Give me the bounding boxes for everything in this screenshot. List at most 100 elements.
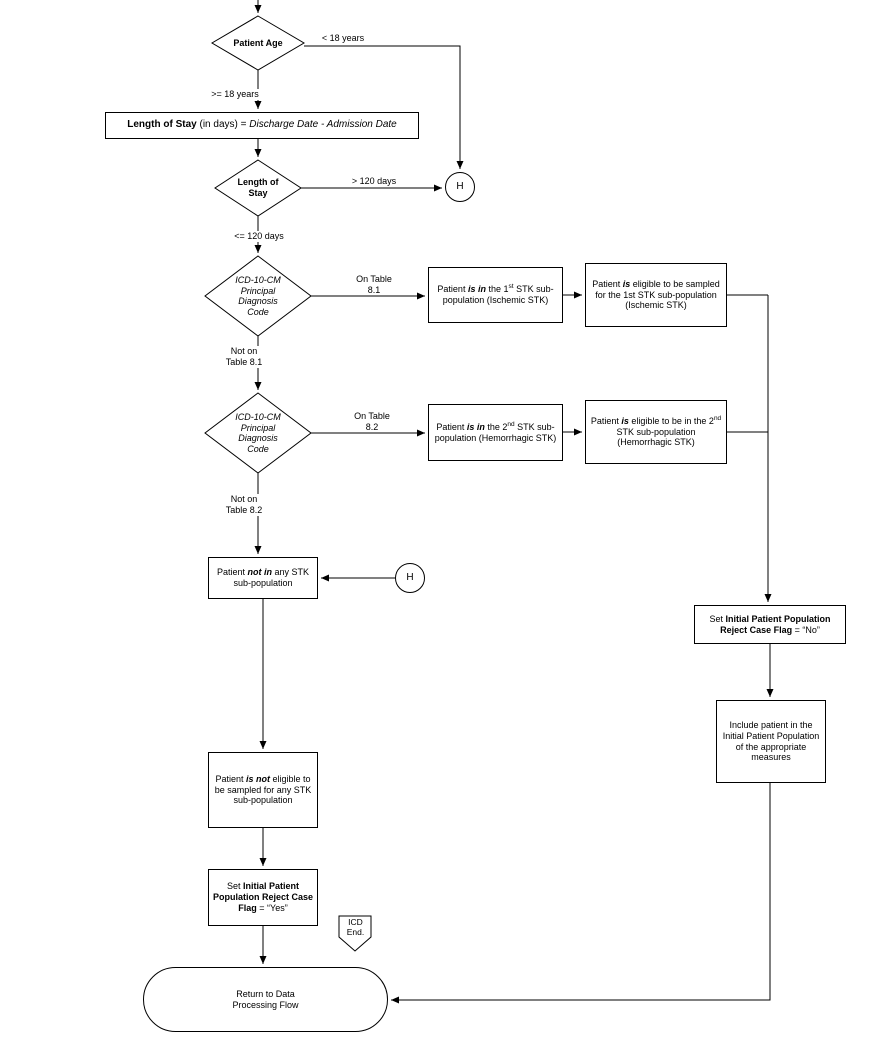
in-stk2-em: is in [466, 421, 485, 432]
not-in-any-stk-label: Patient not in any STK sub-population [212, 567, 314, 589]
h-connector-mid-label: H [406, 571, 414, 583]
formula-part-mid: (in days) = [196, 119, 250, 131]
eligible-stk2-em: is [621, 415, 629, 426]
icd-diagnosis-decision-2-label: ICD-10-CM Principal Diagnosis Code [206, 412, 310, 454]
return-terminator: Return to Data Processing Flow [143, 967, 388, 1032]
eligible-stk1-label: Patient is eligible to be sampled for th… [589, 279, 723, 312]
eligible-stk1-part2: eligible to be sampled for the 1st STK s… [595, 278, 720, 311]
length-of-stay-line1: Length of [237, 177, 279, 187]
icd2-line4: Code [247, 443, 269, 454]
icd1-line1: ICD-10-CM [235, 275, 281, 285]
patient-in-stk1-label: Patient is in the 1st STK sub-population… [432, 283, 559, 306]
include-patient-label: Include patient in the Initial Patient P… [722, 719, 820, 763]
icd-diagnosis-decision-1-label: ICD-10-CM Principal Diagnosis Code [206, 275, 310, 317]
icd1-line2: Principal [240, 285, 276, 296]
reject-flag-yes-box: Set Initial Patient Population Reject Ca… [208, 869, 318, 926]
length-of-stay-decision-label: Length of Stay [213, 177, 303, 198]
patient-age-decision-label: Patient Age [233, 38, 283, 48]
patient-in-stk2-label: Patient is in the 2nd STK sub-population… [432, 420, 559, 444]
h-connector-mid: H [395, 563, 425, 593]
not-in-any-part1: Patient [216, 567, 248, 578]
reject-no-strong: Initial Patient Population Reject Case F… [720, 613, 831, 635]
connector-lines [254, 0, 774, 1004]
not-in-any-stk-box: Patient not in any STK sub-population [208, 557, 318, 599]
patient-in-stk2-box: Patient is in the 2nd STK sub-population… [428, 404, 563, 461]
edge-label-under-120: <= 120 days [228, 231, 290, 242]
offpage-connector-label: ICD End. [339, 917, 372, 938]
eligible-stk2-label: Patient is eligible to be in the 2nd STK… [589, 414, 723, 449]
icd2-line1: ICD-10-CM [235, 412, 281, 422]
eligible-stk2-part2: eligible to be in the 2 [628, 415, 714, 426]
icd2-line3: Diagnosis [238, 433, 278, 444]
h-connector-top-label: H [456, 180, 464, 192]
eligible-stk1-part1: Patient [592, 278, 623, 289]
include-patient-box: Include patient in the Initial Patient P… [716, 700, 826, 783]
offpage-connector-shape [338, 915, 372, 952]
reject-flag-yes-label: Set Initial Patient Population Reject Ca… [212, 881, 314, 914]
patient-age-decision-shape [211, 15, 305, 71]
not-eligible-em: is not [246, 773, 270, 784]
not-eligible-label: Patient is not eligible to be sampled fo… [212, 774, 314, 807]
in-stk2-part2: the 2 [484, 421, 508, 432]
eligible-stk1-em: is [622, 278, 631, 289]
edge-label-on-table-81: On Table 8.1 [350, 274, 398, 296]
offpage-line2: End. [346, 926, 365, 937]
edge-label-over-120: > 120 days [345, 176, 403, 187]
reject-flag-no-box: Set Initial Patient Population Reject Ca… [694, 605, 846, 644]
in-stk2-part3: STK sub-population (Hemorrhagic STK) [434, 421, 557, 443]
eligible-stk1-box: Patient is eligible to be sampled for th… [585, 263, 727, 327]
eligible-stk2-sup: nd [713, 414, 722, 422]
edge-label-not-on-table-82: Not on Table 8.2 [218, 494, 270, 516]
length-of-stay-formula-box: Length of Stay (in days) = Discharge Dat… [105, 112, 419, 139]
not-on-table-81-line1: Not on [230, 346, 258, 356]
in-stk2-sup: nd [507, 420, 515, 428]
eligible-stk2-part3: STK sub-population (Hemorrhagic STK) [616, 426, 696, 448]
return-line1: Return to Data [236, 988, 295, 999]
length-of-stay-decision-shape [214, 159, 302, 217]
on-table-81-line2: 8.1 [367, 284, 381, 295]
eligible-stk2-box: Patient is eligible to be in the 2nd STK… [585, 400, 727, 464]
reject-no-post: = “No” [792, 624, 820, 635]
in-stk1-part1: Patient [437, 284, 468, 295]
not-eligible-box: Patient is not eligible to be sampled fo… [208, 752, 318, 828]
icd2-line2: Principal [240, 422, 276, 433]
in-stk1-sup: st [508, 283, 514, 291]
icd1-line3: Diagnosis [238, 296, 278, 307]
reject-no-pre: Set [709, 613, 726, 624]
icd-diagnosis-decision-2-shape [204, 392, 312, 474]
not-on-table-82-line1: Not on [230, 494, 258, 504]
not-eligible-part1: Patient [215, 773, 246, 784]
formula-part-bold: Length of Stay [127, 119, 197, 131]
in-stk1-part3: STK sub-population (Ischemic STK) [442, 284, 554, 305]
edge-label-over-18: >= 18 years [206, 89, 264, 100]
offpage-line1: ICD [348, 917, 363, 927]
not-on-table-82-line2: Table 8.2 [225, 504, 263, 515]
formula-part-italic: Discharge Date - Admission Date [249, 119, 397, 131]
not-in-any-em: not in [247, 567, 273, 578]
reject-flag-no-label: Set Initial Patient Population Reject Ca… [698, 614, 842, 636]
in-stk2-part1: Patient [436, 421, 467, 432]
not-in-any-part2: any STK sub-population [233, 567, 310, 588]
not-on-table-81-line2: Table 8.1 [225, 356, 263, 367]
on-table-82-line1: On Table [354, 411, 390, 421]
reject-yes-pre: Set [226, 881, 243, 892]
edge-label-on-table-82: On Table 8.2 [348, 411, 396, 433]
reject-yes-post: = “Yes” [256, 902, 288, 913]
return-terminator-label: Return to Data Processing Flow [232, 989, 298, 1011]
icd-diagnosis-decision-1-shape [204, 255, 312, 337]
edge-label-not-on-table-81: Not on Table 8.1 [218, 346, 270, 368]
edge-label-under-18: < 18 years [314, 33, 372, 44]
on-table-82-line2: 8.2 [365, 421, 379, 432]
eligible-stk2-part1: Patient [590, 415, 622, 426]
h-connector-top: H [445, 172, 475, 202]
in-stk1-part2: the 1 [485, 284, 509, 295]
patient-in-stk1-box: Patient is in the 1st STK sub-population… [428, 267, 563, 323]
return-line2: Processing Flow [232, 999, 299, 1010]
length-of-stay-formula-label: Length of Stay (in days) = Discharge Dat… [127, 119, 396, 131]
in-stk1-em: is in [467, 284, 486, 295]
reject-yes-strong: Initial Patient Population Reject Case F… [212, 881, 314, 913]
not-eligible-part2: eligible to be sampled for any STK sub-p… [214, 773, 312, 806]
icd1-line4: Code [247, 306, 269, 317]
